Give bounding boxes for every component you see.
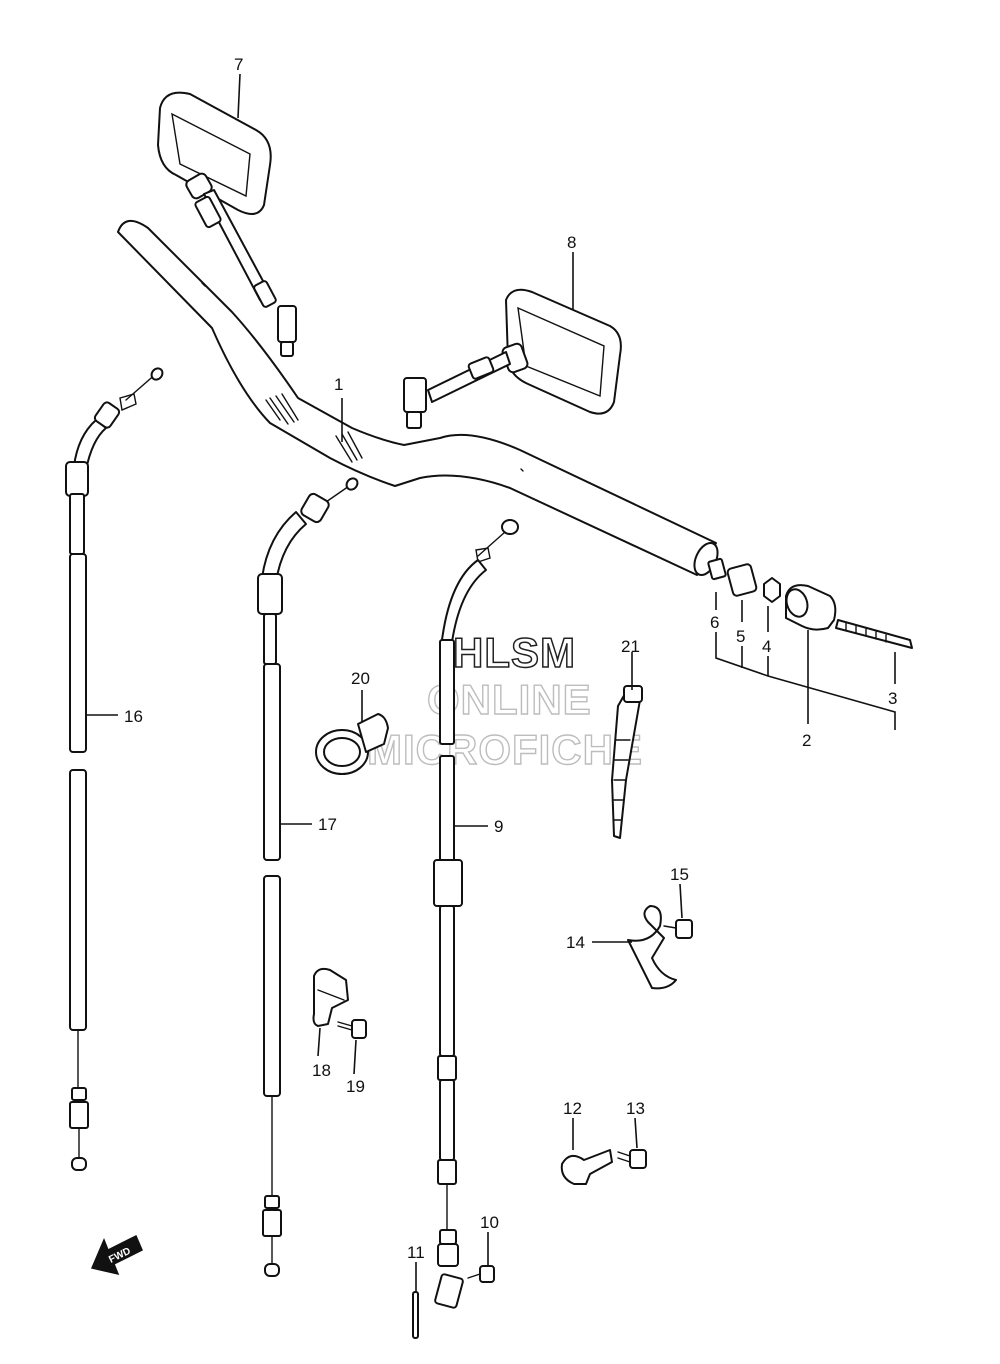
callout-14: 14 xyxy=(566,933,585,952)
cable-17 xyxy=(257,477,359,1277)
part-19-bolt xyxy=(337,1019,367,1039)
callout-2: 2 xyxy=(802,731,811,750)
callout-5: 5 xyxy=(736,627,745,646)
callout-10: 10 xyxy=(480,1213,499,1232)
mirror-left xyxy=(157,91,297,357)
callout-6: 6 xyxy=(710,613,719,632)
part-6 xyxy=(707,557,727,581)
part-21-tie xyxy=(611,685,643,839)
callout-19: 19 xyxy=(346,1077,365,1096)
cable-16 xyxy=(65,367,164,1171)
callout-12: 12 xyxy=(563,1099,582,1118)
part-5 xyxy=(726,563,758,597)
part-15-bolt xyxy=(663,919,693,939)
part-13-bolt xyxy=(617,1149,647,1169)
part-18-bracket xyxy=(312,967,349,1027)
part-4 xyxy=(763,577,781,603)
part-10-bolt xyxy=(467,1265,495,1283)
callout-1: 1 xyxy=(334,375,343,394)
watermark-line3: MICROFICHE xyxy=(367,726,643,773)
callout-17: 17 xyxy=(318,815,337,834)
callout-11: 11 xyxy=(407,1243,425,1262)
callout-18: 18 xyxy=(312,1061,331,1080)
callout-9: 9 xyxy=(494,817,503,836)
part-3 xyxy=(835,619,913,649)
part-11-pin xyxy=(412,1291,419,1339)
cable-9 xyxy=(433,519,519,1309)
callout-13: 13 xyxy=(626,1099,645,1118)
part-20-clamp xyxy=(315,713,389,775)
bar-end-weight xyxy=(707,557,913,649)
callout-8: 8 xyxy=(567,233,576,252)
callout-3: 3 xyxy=(888,689,897,708)
callout-7: 7 xyxy=(234,55,243,74)
handlebar xyxy=(117,220,719,576)
callout-20: 20 xyxy=(351,669,370,688)
leader-lines xyxy=(86,73,896,1292)
part-14-clip xyxy=(627,905,677,990)
callout-15: 15 xyxy=(670,865,689,884)
callout-4: 4 xyxy=(762,637,771,656)
fwd-arrow-icon xyxy=(90,1234,143,1276)
callouts: 1 2 3 4 5 6 7 8 9 10 11 12 13 14 15 16 1… xyxy=(124,55,897,1262)
watermark-line1: HLSM xyxy=(453,629,576,676)
fwd-arrow: FWD xyxy=(90,1234,143,1276)
callout-16: 16 xyxy=(124,707,143,726)
callout-21: 21 xyxy=(621,637,640,656)
mirror-right xyxy=(403,288,622,429)
part-12-clamp xyxy=(560,1149,613,1185)
watermark: HLSM ONLINE MICROFICHE xyxy=(366,628,643,773)
